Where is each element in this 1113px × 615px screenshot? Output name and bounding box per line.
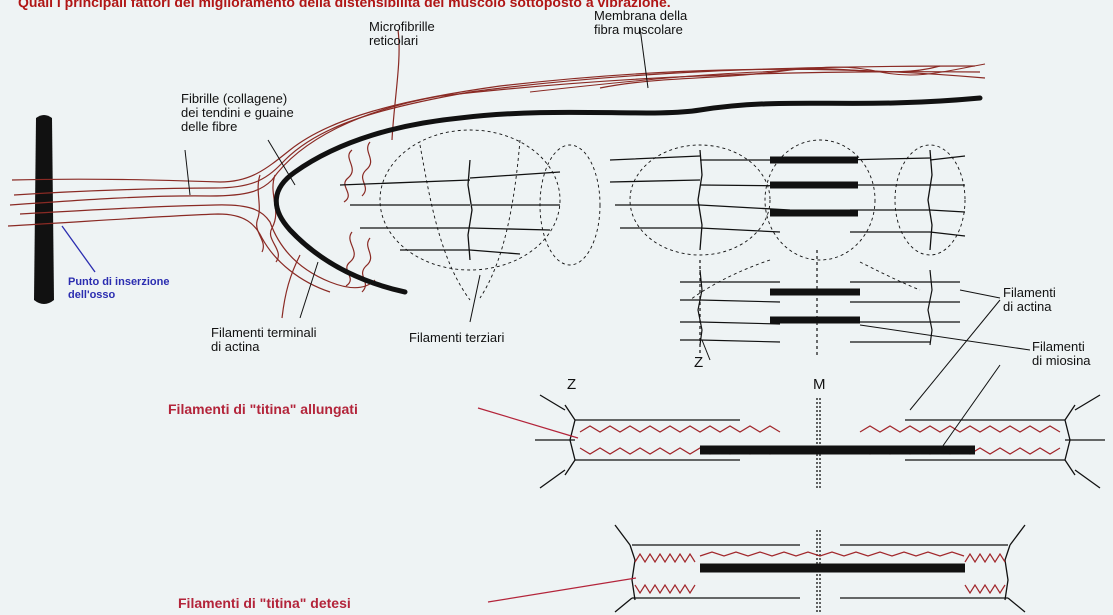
blue-pointer	[62, 226, 95, 272]
label-line: Filamenti	[1003, 286, 1056, 300]
label-line: Microfibrille	[369, 20, 435, 34]
label-line: Filamenti	[1032, 340, 1091, 354]
label-line: delle fibre	[181, 120, 294, 134]
label-m-line: M	[813, 378, 826, 392]
label-line: dell'osso	[68, 289, 169, 302]
sarcomere-cluster	[680, 250, 960, 355]
label-line: di miosina	[1032, 354, 1091, 368]
label-filamenti-terminali: Filamenti terminali di actina	[211, 326, 316, 354]
label-line: di actina	[1003, 300, 1056, 314]
diagram-title: Quali i principali fattori del miglioram…	[18, 0, 671, 10]
label-membrana: Membrana della fibra muscolare	[594, 9, 687, 37]
label-line: Membrana della	[594, 9, 687, 23]
tertiary-filaments	[380, 130, 965, 300]
label-microfibrille: Microfibrille reticolari	[369, 20, 435, 48]
label-filamenti-miosina: Filamenti di miosina	[1032, 340, 1091, 368]
bone-insertion	[34, 115, 54, 304]
label-line: reticolari	[369, 34, 435, 48]
label-fibrille: Fibrille (collagene) dei tendini e guain…	[181, 92, 294, 134]
label-line: Fibrille (collagene)	[181, 92, 294, 106]
myosin-filaments-top	[770, 160, 858, 213]
label-titina-detesi: Filamenti di "titina" detesi	[178, 596, 351, 610]
label-line: Filamenti terminali	[211, 326, 316, 340]
label-line: dei tendini e guaine	[181, 106, 294, 120]
sarcomere-stretched	[535, 395, 1105, 490]
label-line: fibra muscolare	[594, 23, 687, 37]
myosin-filaments-cluster	[770, 292, 860, 320]
red-pointers	[478, 408, 636, 602]
label-line: di actina	[211, 340, 316, 354]
leader-lines	[185, 28, 1030, 450]
label-z-line: Z	[567, 378, 576, 392]
actin-filaments-top	[340, 150, 965, 260]
label-filamenti-terziari: Filamenti terziari	[409, 331, 504, 345]
label-titina-allungati: Filamenti di "titina" allungati	[168, 402, 358, 416]
label-inserzione: Punto di inserzione dell'osso	[68, 276, 169, 302]
label-filamenti-actina: Filamenti di actina	[1003, 286, 1056, 314]
label-z-line-top: Z	[694, 356, 703, 370]
label-line: Punto di inserzione	[68, 276, 169, 289]
collagen-fibrils	[8, 30, 985, 318]
